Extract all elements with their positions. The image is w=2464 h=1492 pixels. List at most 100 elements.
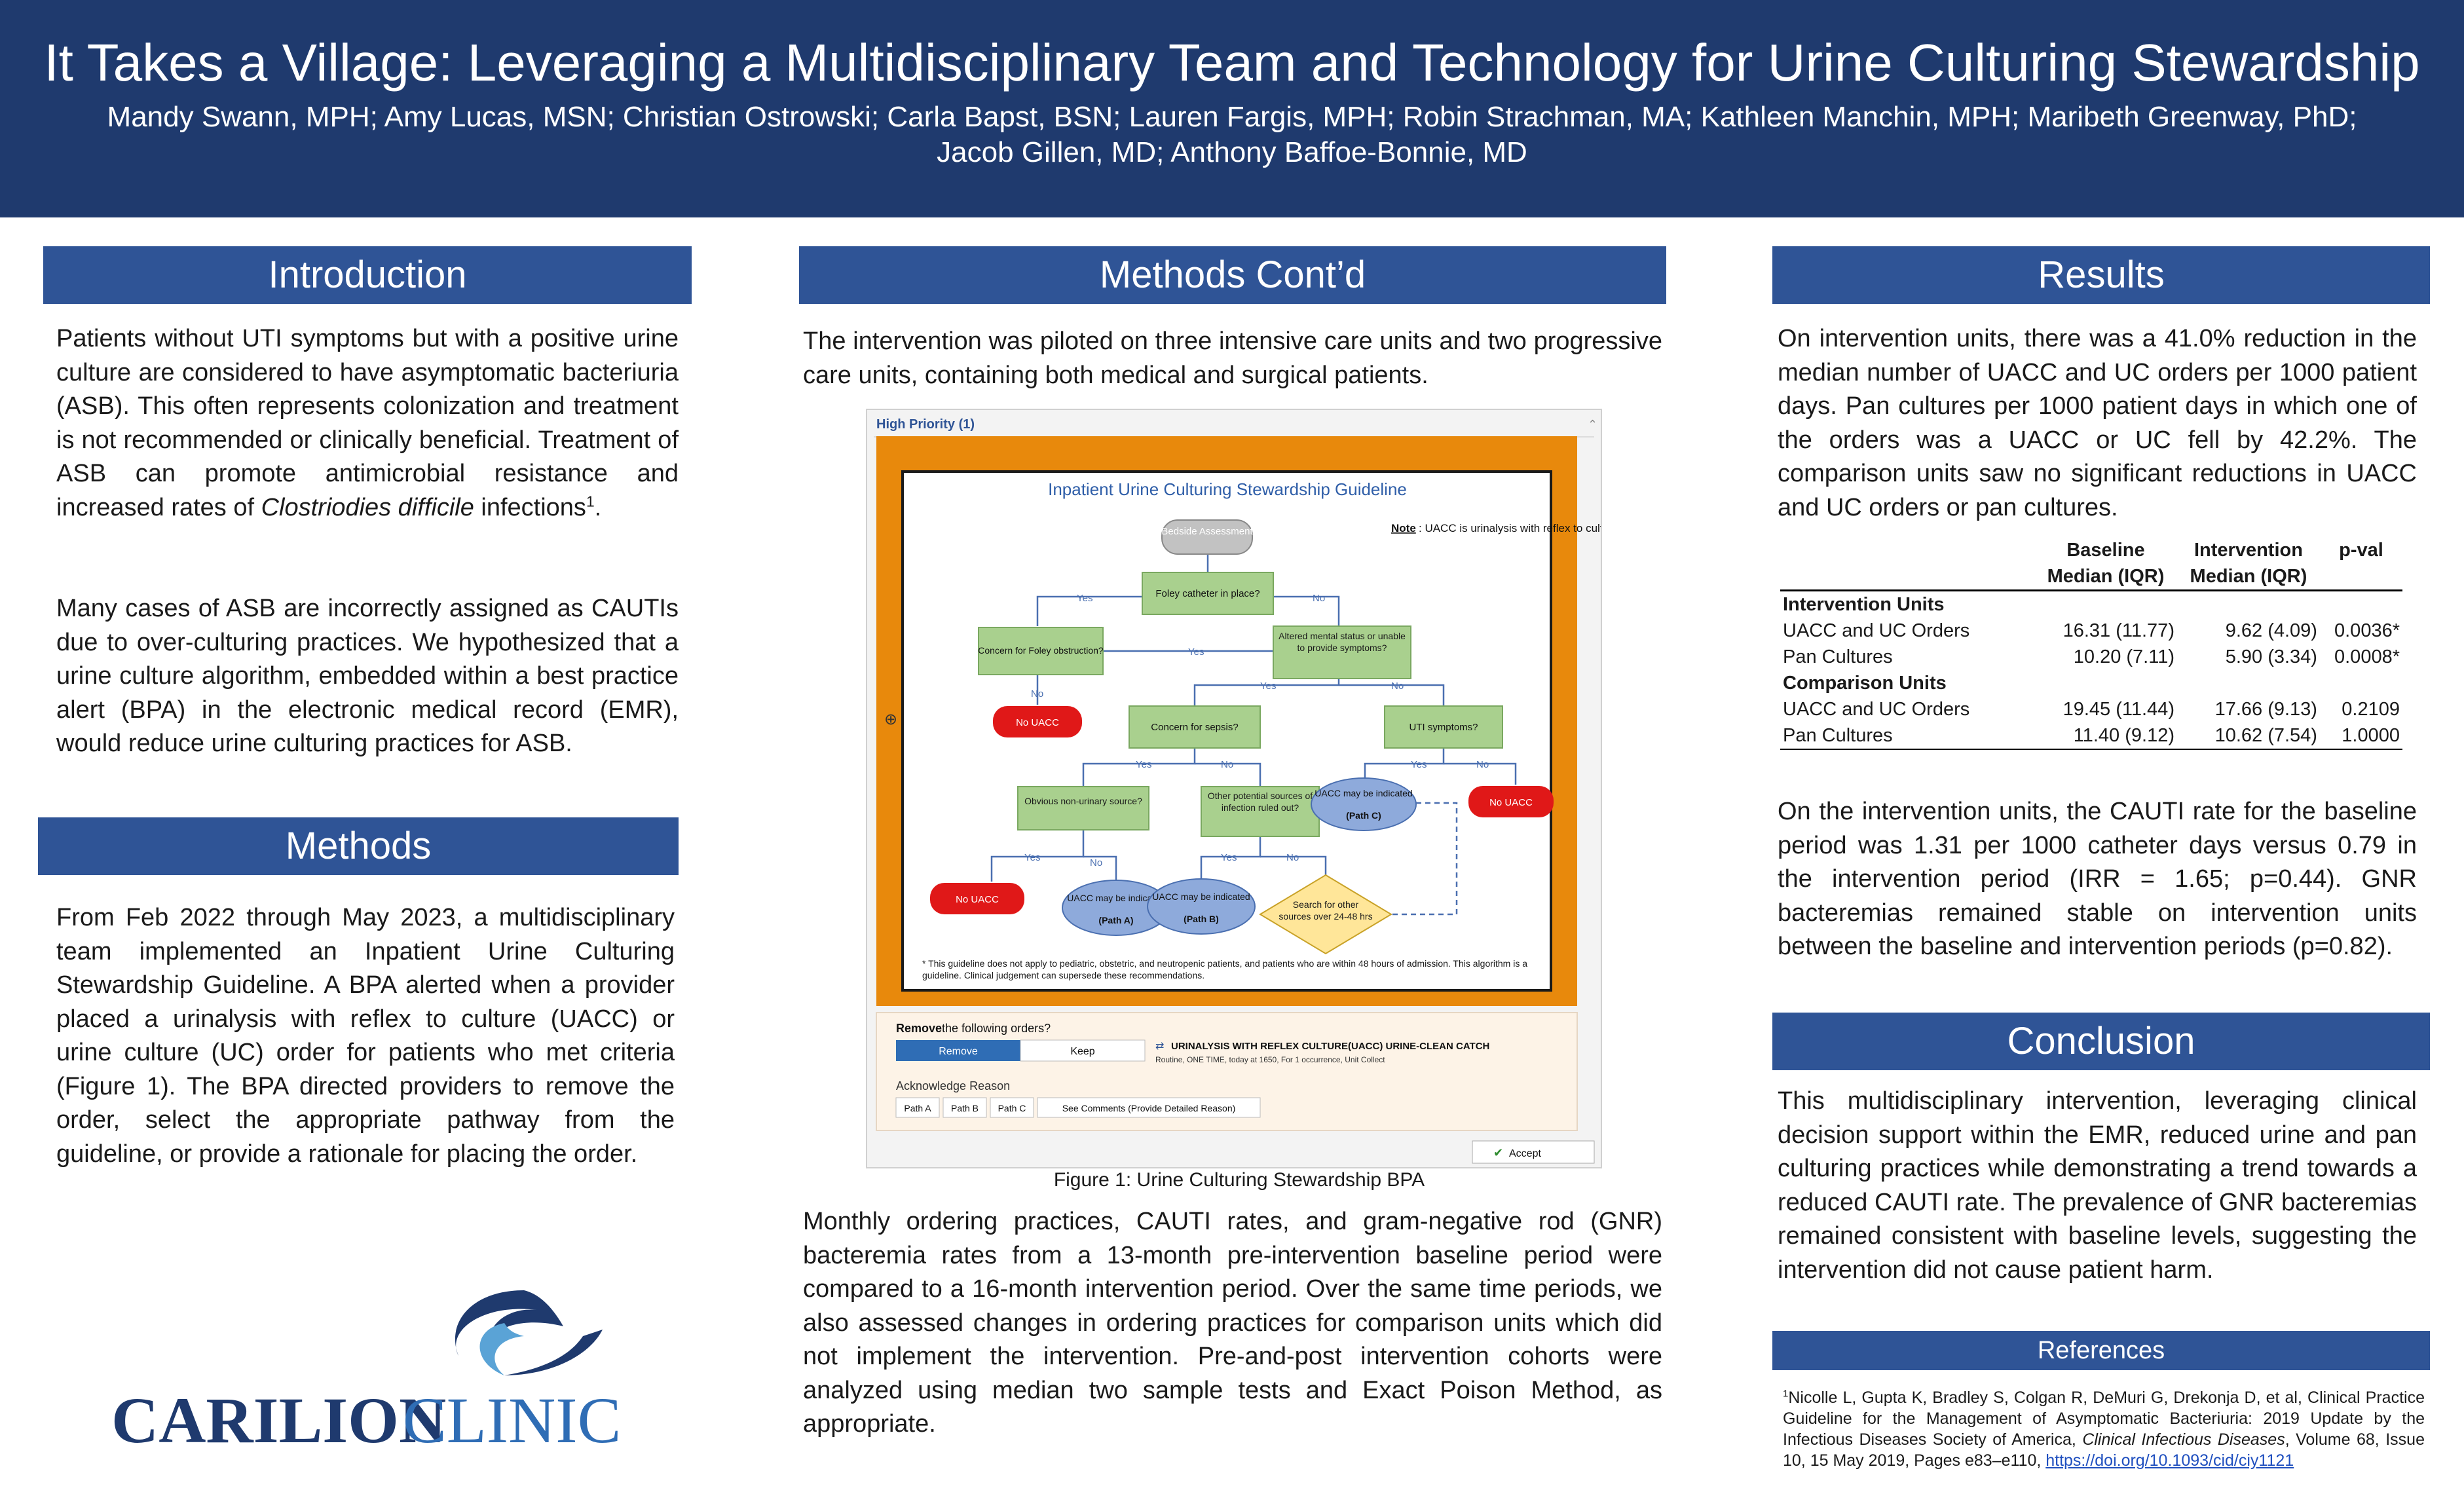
node-no-uacc-1 [993, 706, 1082, 737]
edge-no-5: No [1476, 759, 1489, 770]
acknowledge-label: Acknowledge Reason [896, 1079, 1010, 1092]
node-no-uacc-2 [1468, 786, 1554, 817]
guideline-title: Inpatient Urine Culturing Stewardship Gu… [1048, 479, 1407, 499]
methods-paragraph: From Feb 2022 through May 2023, a multid… [56, 904, 675, 1168]
bpa-figure-svg: High Priority (1) ⌃ ⊕ Inpatient Urine Cu… [874, 417, 1601, 1164]
edge-yes-4: Yes [1136, 759, 1151, 770]
results-paragraph-2: On the intervention units, the CAUTI rat… [1778, 798, 2417, 960]
move-handle-icon[interactable]: ⊕ [884, 710, 897, 728]
group-row: Intervention Units [1783, 594, 1945, 615]
remove-question: the following orders? [942, 1022, 1051, 1035]
table-row: Pan Cultures 10.20 (7.11) 5.90 (3.34) 0.… [1783, 646, 2400, 667]
col-pval: p-val [2319, 537, 2402, 591]
node-bedside-label: Bedside Assessment [1161, 526, 1253, 537]
node-uti [1384, 705, 1503, 749]
uacc-a-path: (Path A) [1098, 915, 1133, 925]
high-priority-label: High Priority (1) [876, 417, 975, 432]
node-foley-label: Foley catheter in place? [1155, 588, 1260, 599]
node-foley [1142, 572, 1274, 615]
node-no-uacc-1-label: No UACC [1016, 717, 1059, 728]
conclusion-heading: Conclusion [1772, 1013, 2430, 1070]
authors-line-2: Jacob Gillen, MD; Anthony Baffoe-Bonnie,… [937, 136, 1527, 168]
flowchart-connectors [990, 553, 1517, 916]
ack-path-c-label: Path C [998, 1103, 1026, 1113]
reference-text-2: , Volume 68, Issue 10, 15 May 2019, Page… [1783, 1430, 2425, 1470]
remove-button[interactable]: Remove [896, 1040, 1020, 1061]
node-obstruction [978, 627, 1104, 675]
collapse-chevron-icon[interactable]: ⌃ [1588, 418, 1597, 432]
edge-yes-5: Yes [1411, 759, 1427, 770]
edge-no-6: No [1090, 857, 1102, 868]
node-search-label: Search for other sources over 24-48 hrs [1279, 899, 1373, 922]
node-bedside [1161, 519, 1253, 555]
ack-path-c-button[interactable]: Path C [990, 1097, 1034, 1118]
guideline-footnote: * This guideline does not apply to pedia… [922, 958, 1528, 980]
node-uti-label: UTI symptoms? [1409, 722, 1478, 733]
uacc-c-line1: UACC may be indicated [1315, 788, 1412, 798]
keep-button-label: Keep [1070, 1046, 1094, 1057]
edge-yes-2: Yes [1188, 646, 1204, 658]
node-sepsis [1129, 705, 1261, 749]
reference-journal: Clinical Infectious Diseases [2082, 1430, 2285, 1449]
node-altered [1273, 625, 1411, 679]
node-no-uacc-3-label: No UACC [956, 894, 999, 905]
node-no-uacc-2-label: No UACC [1489, 797, 1533, 808]
ack-path-a-label: Path A [904, 1103, 931, 1113]
remove-label: Remove [896, 1022, 942, 1035]
edge-no-7: No [1286, 852, 1299, 863]
references-heading: References [1772, 1331, 2430, 1370]
edge-yes-1: Yes [1077, 593, 1092, 604]
introduction-paragraph-2: Many cases of ASB are incorrectly assign… [56, 595, 679, 757]
node-altered-label: Altered mental status or unable to provi… [1279, 631, 1406, 653]
ack-path-b-label: Path B [951, 1103, 979, 1113]
introduction-heading: Introduction [43, 246, 692, 304]
logo-text-carilion: CARILION [111, 1384, 446, 1457]
intro-text-end: . [594, 493, 602, 521]
figure-bpa-screenshot: High Priority (1) ⌃ ⊕ Inpatient Urine Cu… [866, 409, 1602, 1168]
reference-text-1: Nicolle L, Gupta K, Bradley S, Colgan R,… [1783, 1389, 2425, 1449]
methods-contd-paragraph-2: Monthly ordering practices, CAUTI rates,… [803, 1208, 1662, 1438]
intro-italic-species: Clostriodies difficile [261, 493, 474, 521]
ack-see-comments-button[interactable]: See Comments (Provide Detailed Reason) [1037, 1097, 1261, 1118]
note-label: Note [1391, 522, 1416, 534]
intro-text: Patients without UTI symptoms but with a… [56, 325, 679, 521]
edge-no-4: No [1221, 759, 1233, 770]
logo-swoosh-icon [455, 1290, 603, 1375]
methods-contd-heading: Methods Cont’d [799, 246, 1666, 304]
logo-text-clinic: CLINIC [403, 1384, 621, 1457]
reference-sup: 1 [1783, 1388, 1789, 1400]
poster-header: It Takes a Village: Leveraging a Multidi… [0, 0, 2464, 217]
remove-button-label: Remove [939, 1046, 978, 1057]
intro-citation-sup: 1 [586, 492, 595, 510]
node-sepsis-label: Concern for sepsis? [1151, 722, 1238, 733]
node-uacc-path-b [1147, 878, 1256, 935]
ack-path-a-button[interactable]: Path A [895, 1097, 940, 1118]
uacc-c-path: (Path C) [1346, 810, 1381, 821]
carilion-clinic-logo: CARILION CLINIC [111, 1290, 621, 1457]
checkmark-icon: ✔ [1493, 1146, 1503, 1160]
figure-caption: Figure 1: Urine Culturing Stewardship BP… [1053, 1169, 1425, 1191]
methods-contd-paragraph-1: The intervention was piloted on three in… [803, 327, 1662, 389]
accept-button[interactable]: ✔ Accept [1472, 1140, 1595, 1164]
order-name: URINALYSIS WITH REFLEX CULTURE(UACC) URI… [1171, 1041, 1489, 1052]
introduction-paragraph-1: Patients without UTI symptoms but with a… [56, 322, 679, 525]
edge-yes-3: Yes [1260, 681, 1276, 692]
ack-path-b-button[interactable]: Path B [943, 1097, 987, 1118]
reference-doi-link[interactable]: https://doi.org/10.1093/cid/ciy1121 [2045, 1451, 2294, 1470]
conclusion-paragraph: This multidisciplinary intervention, lev… [1778, 1087, 2417, 1284]
keep-button[interactable]: Keep [1020, 1039, 1146, 1062]
table-row: Pan Cultures 11.40 (9.12) 10.62 (7.54) 1… [1780, 722, 2402, 750]
results-heading: Results [1772, 246, 2430, 304]
edge-no-3: No [1391, 681, 1404, 692]
group-row: Comparison Units [1783, 673, 1947, 694]
table-row: UACC and UC Orders 16.31 (11.77) 9.62 (4… [1783, 620, 2400, 641]
table-row: UACC and UC Orders 19.45 (11.44) 17.66 (… [1783, 699, 2400, 720]
note-text: : UACC is urinalysis with reflex to cult… [1419, 522, 1601, 534]
results-paragraph-1: On intervention units, there was a 41.0%… [1778, 325, 2417, 521]
node-other-sources-label: Other potential sources of infection rul… [1207, 791, 1313, 813]
authors-line-1: Mandy Swann, MPH; Amy Lucas, MSN; Christ… [107, 101, 2357, 133]
node-nonurinary [1017, 786, 1149, 830]
